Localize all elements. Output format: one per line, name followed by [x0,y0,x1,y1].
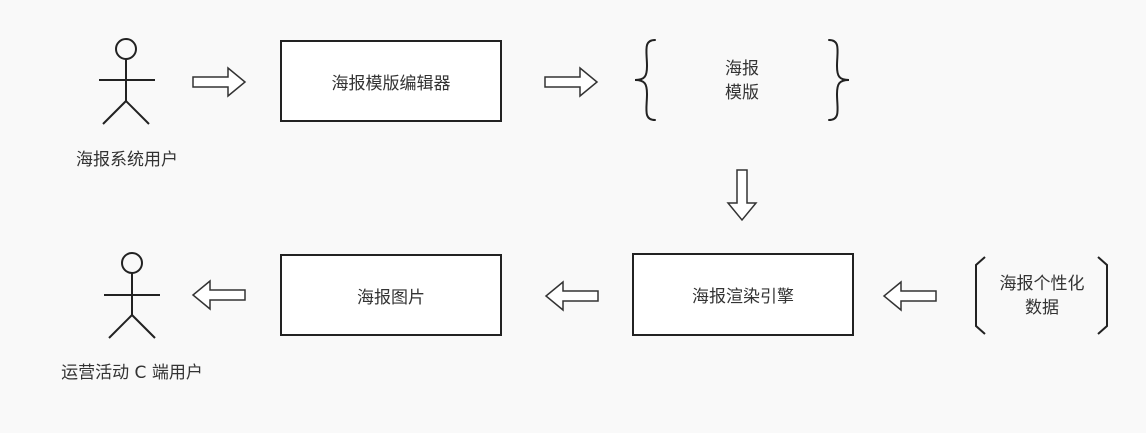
right-curly-brace-icon [828,39,850,121]
right-bracket-icon [1097,256,1108,335]
actor-label-system-user: 海报系统用户 [76,150,178,170]
personalized-data-line-2: 数据 [1025,298,1059,318]
actor-label-c-user: 运营活动 C 端用户 [61,363,203,383]
left-curly-brace-icon [634,39,656,121]
render-engine-box: 海报渲染引擎 [632,253,854,336]
arrow-down-icon [726,169,758,222]
stick-figure-c-user-icon [104,252,160,339]
arrow-left-icon [882,280,937,312]
arrow-left-icon [191,279,246,311]
stick-figure-system-user-icon [99,38,155,125]
poster-template-data: 海报 模版 [662,56,822,106]
arrow-right-icon [192,66,247,98]
poster-template-line-1: 海报 [725,59,759,79]
poster-template-line-2: 模版 [725,83,759,103]
poster-image-box: 海报图片 [280,254,502,336]
left-bracket-icon [975,256,986,335]
personalized-data: 海报个性化 数据 [986,271,1098,321]
arrow-left-icon [544,280,599,312]
arrow-right-icon [544,66,599,98]
personalized-data-line-1: 海报个性化 [999,274,1085,294]
template-editor-box: 海报模版编辑器 [280,40,502,122]
